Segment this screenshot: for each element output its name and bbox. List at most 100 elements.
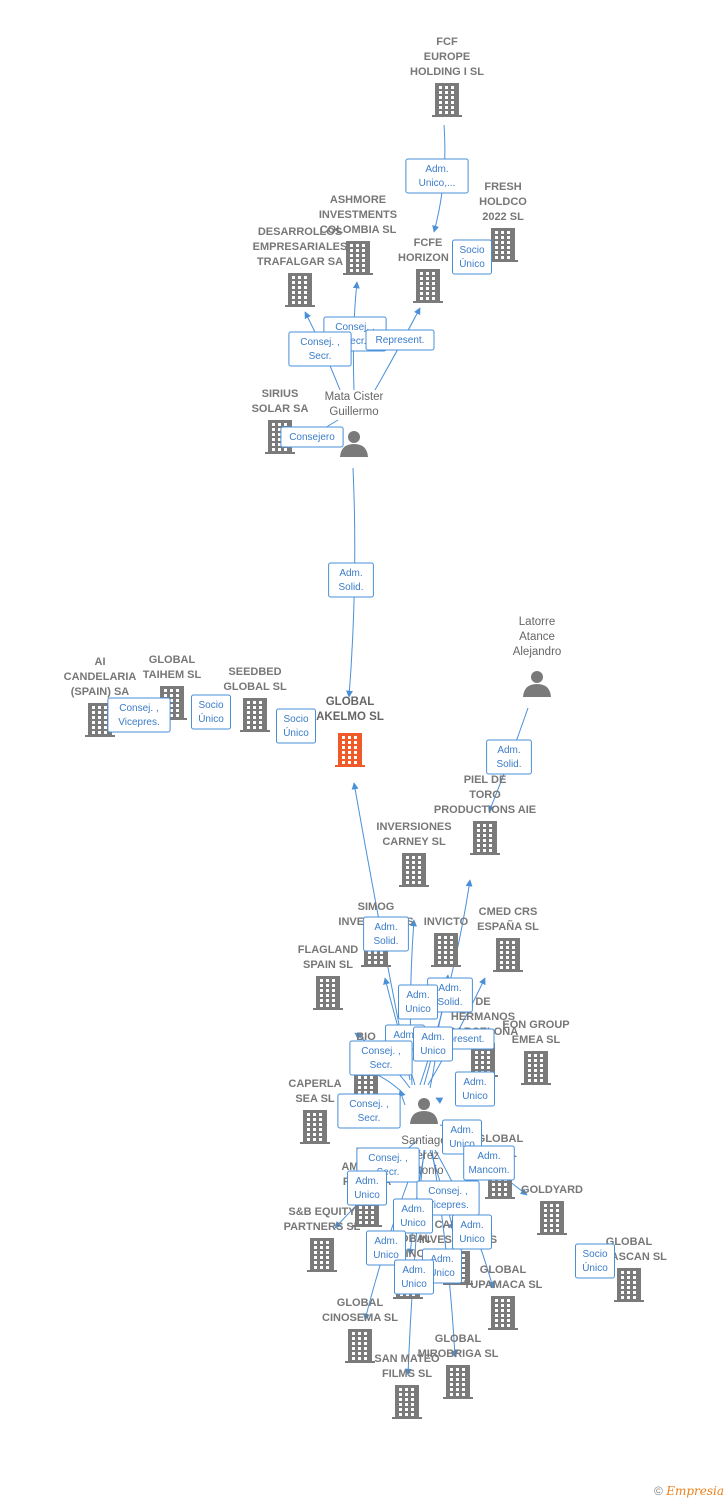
building-window <box>506 951 509 954</box>
building-window <box>365 1221 368 1224</box>
relation-label[interactable]: Adm.Unico,... <box>405 158 469 194</box>
relation-label[interactable]: Consej. ,Secr. <box>337 1093 401 1129</box>
building-window <box>319 1128 322 1131</box>
building-base <box>443 1283 473 1285</box>
building-window <box>501 231 504 234</box>
relation-label[interactable]: Adm.Unico <box>366 1230 406 1266</box>
relation-label[interactable]: Adm.Unico <box>394 1259 434 1295</box>
building-window <box>540 1054 543 1057</box>
company-name: TUPAMACA SL <box>464 1279 543 1291</box>
building-window <box>475 1061 478 1064</box>
relation-label-text: Adm. <box>374 922 397 933</box>
relation-label-text: Secr. <box>358 1113 381 1124</box>
company-name: COLOMBIA SL <box>320 224 397 236</box>
relation-label-box <box>455 1071 495 1107</box>
relation-label-text: Socio <box>459 245 484 256</box>
company-node[interactable]: INVICTO <box>424 916 469 967</box>
building-window <box>370 1081 373 1084</box>
relation-label[interactable]: Adm.Mancom. <box>463 1145 515 1181</box>
building-window <box>456 1378 459 1381</box>
relation-label[interactable]: Consej. ,Secr. <box>349 1040 413 1076</box>
relation-label[interactable]: Adm.Unico <box>413 1026 453 1062</box>
building-window <box>506 966 509 969</box>
building-window <box>487 1066 490 1069</box>
building-window <box>439 106 442 109</box>
building-window <box>483 844 486 847</box>
company-name: (SPAIN) SA <box>71 686 130 698</box>
building-window <box>534 1059 537 1062</box>
edge-labels-layer: Adm.Unico,... Consej. ,Secr. Consej. ,Secr… <box>107 158 615 1295</box>
building-window <box>314 1256 317 1259</box>
relation-label[interactable]: Consej. ,Vicepres. <box>107 697 171 733</box>
relation-label[interactable]: Adm.Unico <box>455 1071 495 1107</box>
relation-label[interactable]: Consejero <box>280 426 344 448</box>
building-window <box>507 246 510 249</box>
relation-label-text: Único <box>198 712 224 725</box>
company-node[interactable]: GOLDYARD <box>521 1184 583 1235</box>
building-window <box>364 1357 367 1360</box>
building-window <box>456 1393 459 1396</box>
building-window <box>451 86 454 89</box>
relation-label[interactable]: Adm.Solid. <box>363 916 409 952</box>
building-window <box>550 1219 553 1222</box>
building-window <box>487 1056 490 1059</box>
building-window <box>477 849 480 852</box>
relation-label[interactable]: Represent. <box>365 329 435 351</box>
building-window <box>319 1133 322 1136</box>
building-window <box>326 1004 329 1007</box>
building-window <box>307 1128 310 1131</box>
building-window <box>307 1113 310 1116</box>
relation-label[interactable]: Consej. ,Secr. <box>288 331 352 367</box>
building-window <box>504 1193 507 1196</box>
building-window <box>495 236 498 239</box>
building-base <box>285 305 315 307</box>
building-window <box>534 1054 537 1057</box>
relation-label[interactable]: Adm.Solid. <box>486 739 532 775</box>
relation-label[interactable]: Adm.Unico <box>347 1170 387 1206</box>
building-window <box>405 1393 408 1396</box>
building-window <box>528 1054 531 1057</box>
building-window <box>362 244 365 247</box>
relation-label[interactable]: Adm.Unico <box>393 1198 433 1234</box>
brand-logo[interactable]: Empresia <box>666 1484 724 1498</box>
building-window <box>627 1276 630 1279</box>
building-window <box>556 1229 559 1232</box>
person-name: Santiago <box>401 1135 446 1147</box>
relation-label[interactable]: Adm.Unico <box>452 1214 492 1250</box>
relation-label-text: Secr. <box>344 336 367 347</box>
building-window <box>358 1076 361 1079</box>
relation-label[interactable]: Adm.Solid. <box>328 562 374 598</box>
building-window <box>501 241 504 244</box>
building-window <box>342 736 345 739</box>
relation-label[interactable]: Adm.Unico <box>398 984 438 1020</box>
building-window <box>253 721 256 724</box>
building-window <box>420 292 423 295</box>
building-window <box>501 1299 504 1302</box>
